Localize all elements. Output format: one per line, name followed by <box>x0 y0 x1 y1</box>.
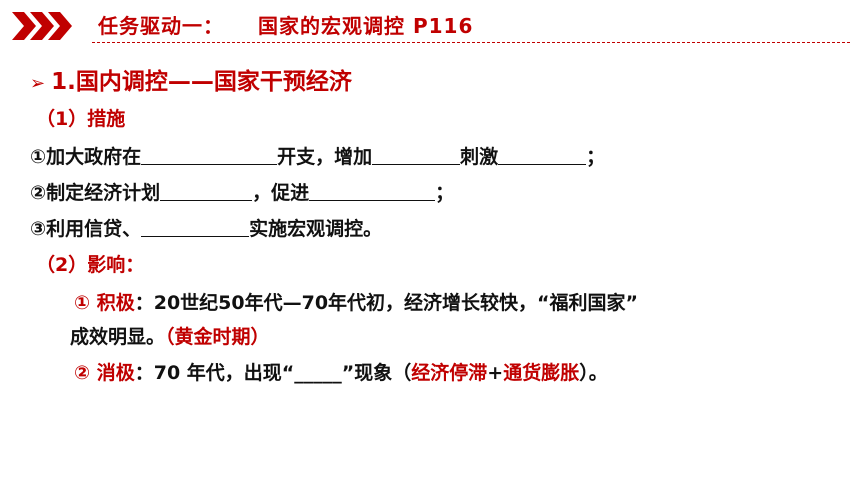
measure-1-text-c: 刺激 <box>460 146 499 168</box>
header-divider <box>92 42 850 43</box>
header-title-part1: 任务驱动一： <box>98 14 224 38</box>
measure-item-1: ①加大政府在 开支，增加 刺激 ； <box>30 142 605 169</box>
stagnation-term: 经济停滞 <box>411 362 488 384</box>
measure-1-text-a: ①加大政府在 <box>30 146 142 168</box>
section-title: ➢1.国内调控——国家干预经济 <box>30 62 352 96</box>
fill-blank <box>160 182 253 201</box>
measure-item-2: ②制定经济计划 ，促进 ； <box>30 178 454 205</box>
impact-positive: ① 积极：20世纪50年代—70年代初，经济增长较快，“福利国家” <box>74 288 638 315</box>
fill-blank <box>498 146 587 165</box>
measure-1-text-d: ； <box>586 146 606 168</box>
impact-positive-cont: 成效明显。（黄金时期） <box>70 322 270 349</box>
negative-label: ② 消极 <box>74 362 135 384</box>
measure-3-text-b: 实施宏观调控。 <box>249 218 383 240</box>
header-title-part2: 国家的宏观调控 P116 <box>258 14 474 38</box>
measure-2-text-a: ②制定经济计划 <box>30 182 161 204</box>
negative-blank: _____ <box>294 362 342 384</box>
inflation-term: 通货膨胀 <box>503 362 580 384</box>
fill-blank <box>309 182 436 201</box>
impact-negative: ② 消极：70 年代，出现“_____”现象（经济停滞+通货膨胀）。 <box>74 358 608 385</box>
impact-heading: （2）影响： <box>36 254 145 276</box>
golden-age-note: （黄金时期） <box>165 326 270 348</box>
positive-text: 20世纪50年代—70年代初，经济增长较快，“福利国家” <box>153 292 639 314</box>
fill-blank <box>372 146 461 165</box>
fill-blank <box>141 218 250 237</box>
measures-heading: （1）措施 <box>36 108 126 130</box>
measure-2-text-c: ； <box>435 182 455 204</box>
measure-1-text-b: 开支，增加 <box>277 146 373 168</box>
negative-text-a: 70 年代，出现“ <box>153 362 295 384</box>
negative-colon: ： <box>134 362 154 384</box>
arrow-bullet-icon: ➢ <box>30 73 46 94</box>
plus-sign: + <box>487 362 504 384</box>
chevrons-icon <box>12 12 72 40</box>
fill-blank <box>141 146 278 165</box>
positive-label: ① 积极 <box>74 292 135 314</box>
negative-text-b: ”现象（ <box>341 362 412 384</box>
positive-colon: ： <box>134 292 154 314</box>
positive-text-2: 成效明显。 <box>70 326 166 348</box>
section-title-text: 1.国内调控——国家干预经济 <box>51 69 352 95</box>
measure-2-text-b: ，促进 <box>252 182 310 204</box>
measure-item-3: ③利用信贷、 实施宏观调控。 <box>30 214 382 241</box>
measure-3-text-a: ③利用信贷、 <box>30 218 142 240</box>
negative-text-c: ）。 <box>579 362 608 384</box>
header-title: 任务驱动一： 国家的宏观调控 P116 <box>98 10 473 39</box>
